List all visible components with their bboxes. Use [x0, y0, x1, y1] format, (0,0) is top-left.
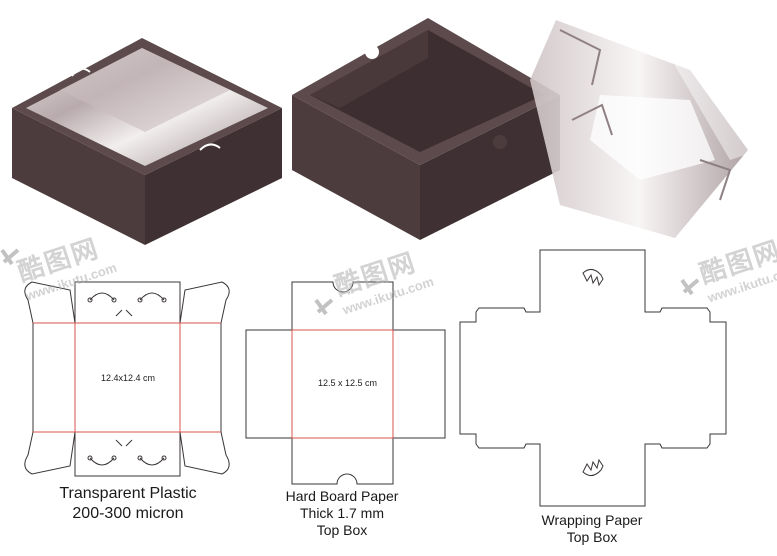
wrapping-caption-line-1: Wrapping Paper	[541, 512, 643, 528]
transparent-lid-render	[530, 20, 760, 238]
wrapping-caption: Wrapping Paper Top Box	[512, 512, 672, 546]
plastic-fold-lines	[33, 322, 221, 433]
plastic-dieline	[24, 281, 230, 477]
board-box-render	[292, 18, 560, 240]
wrapping-dieline	[459, 249, 727, 507]
board-caption-line-1: Hard Board Paper	[285, 488, 399, 504]
watermark-logo-icon	[0, 248, 700, 316]
board-dimension-label: 12.5 x 12.5 cm	[318, 378, 378, 388]
board-dieline	[245, 281, 446, 485]
board-caption-line-3: Top Box	[316, 522, 368, 539]
plastic-caption-line-1: Transparent Plastic	[59, 485, 197, 502]
plastic-caption: Transparent Plastic 200-300 micron	[28, 484, 228, 523]
plastic-dimension-label: 12.4x12.4 cm	[101, 373, 156, 383]
plastic-box-render	[12, 38, 282, 245]
wrapping-caption-line-2: Top Box	[566, 529, 618, 546]
board-caption: Hard Board Paper Thick 1.7 mm Top Box	[262, 488, 422, 539]
board-fold-lines	[291, 329, 394, 439]
plastic-caption-line-2: 200-300 micron	[72, 504, 184, 522]
board-caption-line-2: Thick 1.7 mm	[299, 505, 384, 522]
